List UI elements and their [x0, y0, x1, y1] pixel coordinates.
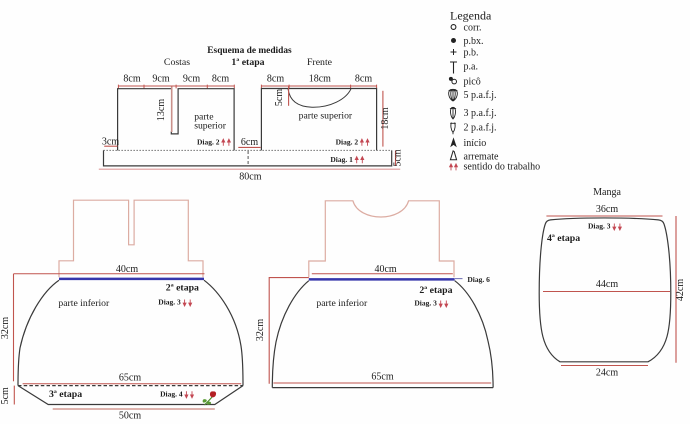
svg-text:8cm: 8cm [212, 74, 229, 85]
svg-text:Esquema de medidas: Esquema de medidas [207, 46, 292, 56]
svg-text:arremate: arremate [464, 152, 500, 163]
svg-text:32cm: 32cm [0, 317, 11, 339]
svg-text:5cm: 5cm [274, 89, 285, 106]
svg-text:3 p.a.f.j.: 3 p.a.f.j. [464, 108, 497, 119]
svg-text:32cm: 32cm [255, 319, 266, 341]
svg-text:80cm: 80cm [239, 172, 261, 183]
svg-text:p.b.: p.b. [464, 48, 479, 59]
svg-text:36cm: 36cm [596, 204, 618, 215]
svg-text:5 p.a.f.j.: 5 p.a.f.j. [464, 90, 497, 101]
svg-text:8cm: 8cm [267, 74, 284, 85]
svg-text:40cm: 40cm [374, 264, 396, 275]
svg-text:65cm: 65cm [371, 372, 393, 383]
svg-text:6cm: 6cm [241, 137, 258, 148]
svg-text:50cm: 50cm [119, 411, 141, 422]
svg-text:3ª etapa: 3ª etapa [49, 389, 82, 400]
svg-text:65cm: 65cm [119, 373, 141, 384]
svg-text:Legenda: Legenda [450, 9, 492, 23]
svg-text:Manga: Manga [593, 187, 621, 198]
svg-text:2ª etapa: 2ª etapa [419, 285, 452, 296]
svg-text:5cm: 5cm [393, 149, 404, 166]
svg-text:5cm: 5cm [0, 387, 11, 404]
svg-text:picô: picô [464, 77, 481, 88]
svg-text:parte inferior: parte inferior [316, 298, 368, 309]
svg-text:Diag. 3: Diag. 3 [588, 222, 611, 231]
svg-text:42cm: 42cm [675, 279, 686, 301]
svg-text:Diag. 2: Diag. 2 [197, 137, 220, 146]
svg-text:1ª etapa: 1ª etapa [231, 57, 264, 68]
svg-text:Diag. 4: Diag. 4 [160, 390, 183, 399]
svg-text:9cm: 9cm [152, 74, 169, 85]
svg-text:corr.: corr. [464, 23, 482, 34]
svg-text:p.a.: p.a. [464, 62, 478, 73]
svg-text:13cm: 13cm [156, 99, 167, 121]
svg-text:9cm: 9cm [183, 74, 200, 85]
svg-text:2 p.a.f.j.: 2 p.a.f.j. [464, 123, 497, 134]
svg-text:Diag. 3: Diag. 3 [158, 298, 181, 307]
svg-text:Costas: Costas [164, 57, 190, 68]
svg-text:3cm: 3cm [102, 136, 119, 147]
svg-text:2ª etapa: 2ª etapa [166, 283, 199, 294]
svg-text:parte inferior: parte inferior [58, 298, 110, 309]
svg-text:p.bx.: p.bx. [464, 36, 484, 47]
svg-text:24cm: 24cm [596, 368, 618, 379]
svg-text:superior: superior [194, 120, 227, 131]
svg-text:18cm: 18cm [380, 107, 391, 129]
svg-text:44cm: 44cm [596, 279, 618, 290]
svg-text:18cm: 18cm [309, 74, 331, 85]
svg-text:Diag. 3: Diag. 3 [414, 299, 437, 308]
svg-text:parte superior: parte superior [299, 110, 353, 121]
svg-text:Diag. 2: Diag. 2 [336, 137, 359, 146]
svg-text:Frente: Frente [307, 57, 333, 68]
svg-text:4ª etapa: 4ª etapa [547, 233, 580, 244]
svg-text:8cm: 8cm [355, 74, 372, 85]
svg-text:parte: parte [194, 111, 213, 122]
svg-text:início: início [464, 138, 487, 149]
svg-text:8cm: 8cm [123, 74, 140, 85]
svg-text:Diag. 6: Diag. 6 [467, 275, 490, 284]
svg-text:40cm: 40cm [116, 264, 138, 275]
svg-text:Diag. 1: Diag. 1 [330, 155, 353, 164]
svg-text:sentido do trabalho: sentido do trabalho [464, 162, 541, 173]
